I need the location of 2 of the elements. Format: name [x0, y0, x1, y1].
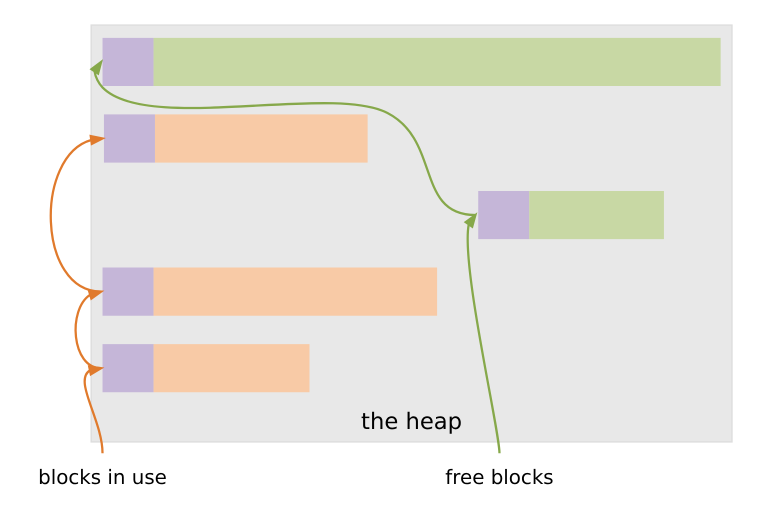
node-text: blocks in use [38, 466, 166, 489]
node-text: free blocks [444, 466, 554, 489]
